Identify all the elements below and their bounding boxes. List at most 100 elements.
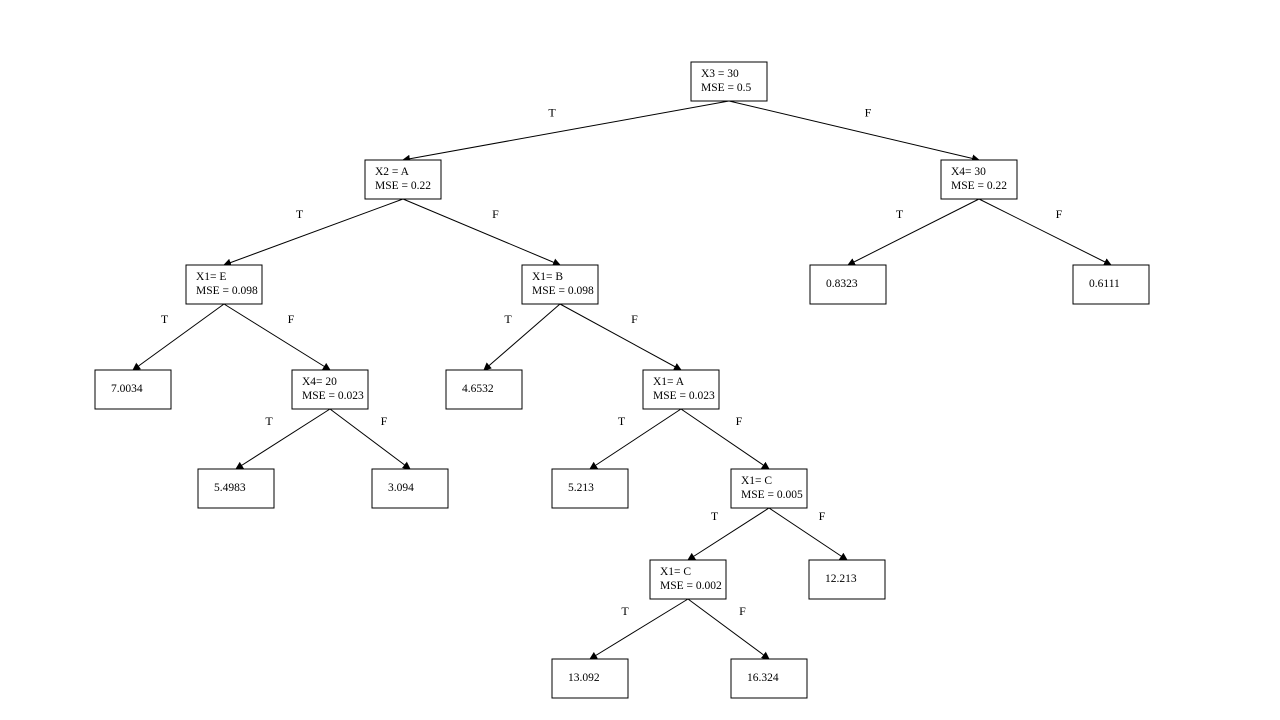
edge-label-t: T: [296, 207, 304, 221]
node-box: [649, 559, 727, 600]
edge-label-f: F: [288, 312, 295, 326]
split-condition: X1= E: [196, 271, 226, 283]
edge-n_x1c1-leaf_12213: [768, 507, 848, 561]
node-box: [551, 658, 629, 699]
leaf-value: 0.6111: [1089, 278, 1120, 290]
node-box: [551, 468, 629, 509]
split-node: X1= C MSE = 0.002: [649, 559, 727, 600]
split-mse: MSE = 0.023: [302, 390, 364, 402]
split-mse: MSE = 0.002: [660, 580, 722, 592]
node-box: [364, 159, 442, 200]
split-mse: MSE = 0.098: [532, 285, 594, 297]
edge-n_x4b-leaf_54983: [235, 408, 331, 470]
split-condition: X1= C: [660, 566, 691, 578]
edge-n_x2-n_x1b: [402, 198, 561, 266]
edge-label-f: F: [736, 414, 743, 428]
split-condition: X3 = 30: [701, 68, 739, 80]
leaf-node: 4.6532: [445, 369, 523, 410]
edge-root-n_x2: [402, 100, 730, 163]
node-box: [1072, 264, 1150, 305]
leaf-node: 3.094: [371, 468, 449, 509]
split-mse: MSE = 0.22: [375, 180, 431, 192]
node-box: [730, 468, 808, 509]
node-box: [690, 61, 768, 102]
split-node: X1= B MSE = 0.098: [521, 264, 599, 305]
node-box: [291, 369, 369, 410]
node-box: [809, 264, 887, 305]
edge-label-t: T: [548, 106, 556, 120]
split-condition: X4= 20: [302, 376, 337, 388]
leaf-value: 3.094: [388, 482, 414, 494]
edge-label-f: F: [865, 106, 872, 120]
split-node: X3 = 30 MSE = 0.5: [690, 61, 768, 102]
split-condition: X1= B: [532, 271, 563, 283]
edge-label-t: T: [896, 207, 904, 221]
leaf-value: 13.092: [568, 672, 600, 684]
edge-n_x1e-leaf_70034: [132, 303, 225, 371]
leaf-value: 4.6532: [462, 383, 494, 395]
node-box: [445, 369, 523, 410]
split-mse: MSE = 0.023: [653, 390, 715, 402]
split-mse: MSE = 0.5: [701, 82, 752, 94]
split-node: X2 = A MSE = 0.22: [364, 159, 442, 200]
leaf-node: 5.4983: [197, 468, 275, 509]
edge-n_x2-n_x1e: [223, 198, 404, 267]
node-box: [197, 468, 275, 509]
edge-root-n_x4a: [728, 100, 980, 163]
leaf-value: 16.324: [747, 672, 779, 684]
edge-n_x1c2-leaf_13092: [589, 598, 689, 660]
edge-n_x4a-leaf_08323: [847, 198, 980, 266]
split-condition: X1= A: [653, 376, 685, 388]
split-node: X1= A MSE = 0.023: [642, 369, 720, 410]
leaf-node: 5.213: [551, 468, 629, 509]
edge-n_x1c2-leaf_16324: [687, 598, 770, 660]
edge-label-f: F: [631, 312, 638, 326]
node-box: [371, 468, 449, 509]
node-box: [521, 264, 599, 305]
edge-n_x4b-leaf_3094: [329, 408, 411, 470]
edge-label-f: F: [381, 414, 388, 428]
edge-label-f: F: [739, 604, 746, 618]
edge-n_x1e-n_x4b: [223, 303, 331, 371]
leaf-node: 0.6111: [1072, 264, 1150, 305]
leaf-node: 7.0034: [94, 369, 172, 410]
edge-label-t: T: [711, 509, 719, 523]
node-box: [185, 264, 263, 305]
edge-n_x1a-leaf_5213: [589, 408, 682, 470]
leaf-value: 0.8323: [826, 278, 858, 290]
edge-label-t: T: [621, 604, 629, 618]
node-box: [808, 559, 886, 600]
edge-label-f: F: [492, 207, 499, 221]
split-mse: MSE = 0.005: [741, 489, 803, 501]
edge-labels-layer: T F T F T F T F T F T F T F T F T F: [161, 106, 1063, 619]
node-box: [730, 658, 808, 699]
leaf-value: 12.213: [825, 573, 857, 585]
edge-n_x1a-n_x1c1: [680, 408, 770, 470]
leaf-node: 12.213: [808, 559, 886, 600]
edge-label-t: T: [618, 414, 626, 428]
node-box: [642, 369, 720, 410]
split-node: X1= C MSE = 0.005: [730, 468, 808, 509]
leaf-value: 5.213: [568, 482, 594, 494]
split-node: X4= 20 MSE = 0.023: [291, 369, 369, 410]
edge-label-t: T: [504, 312, 512, 326]
edge-label-f: F: [819, 509, 826, 523]
leaf-node: 0.8323: [809, 264, 887, 305]
node-box: [94, 369, 172, 410]
leaf-value: 7.0034: [111, 383, 143, 395]
split-condition: X1= C: [741, 475, 772, 487]
edge-label-t: T: [265, 414, 273, 428]
leaf-value: 5.4983: [214, 482, 246, 494]
edge-label-t: T: [161, 312, 169, 326]
edge-n_x1c1-n_x1c2: [687, 507, 770, 561]
node-box: [940, 159, 1018, 200]
split-condition: X2 = A: [375, 166, 410, 178]
edge-label-f: F: [1056, 207, 1063, 221]
edge-n_x1b-n_x1a: [559, 303, 682, 371]
edge-n_x1b-leaf_46532: [483, 303, 561, 371]
split-mse: MSE = 0.22: [951, 180, 1007, 192]
